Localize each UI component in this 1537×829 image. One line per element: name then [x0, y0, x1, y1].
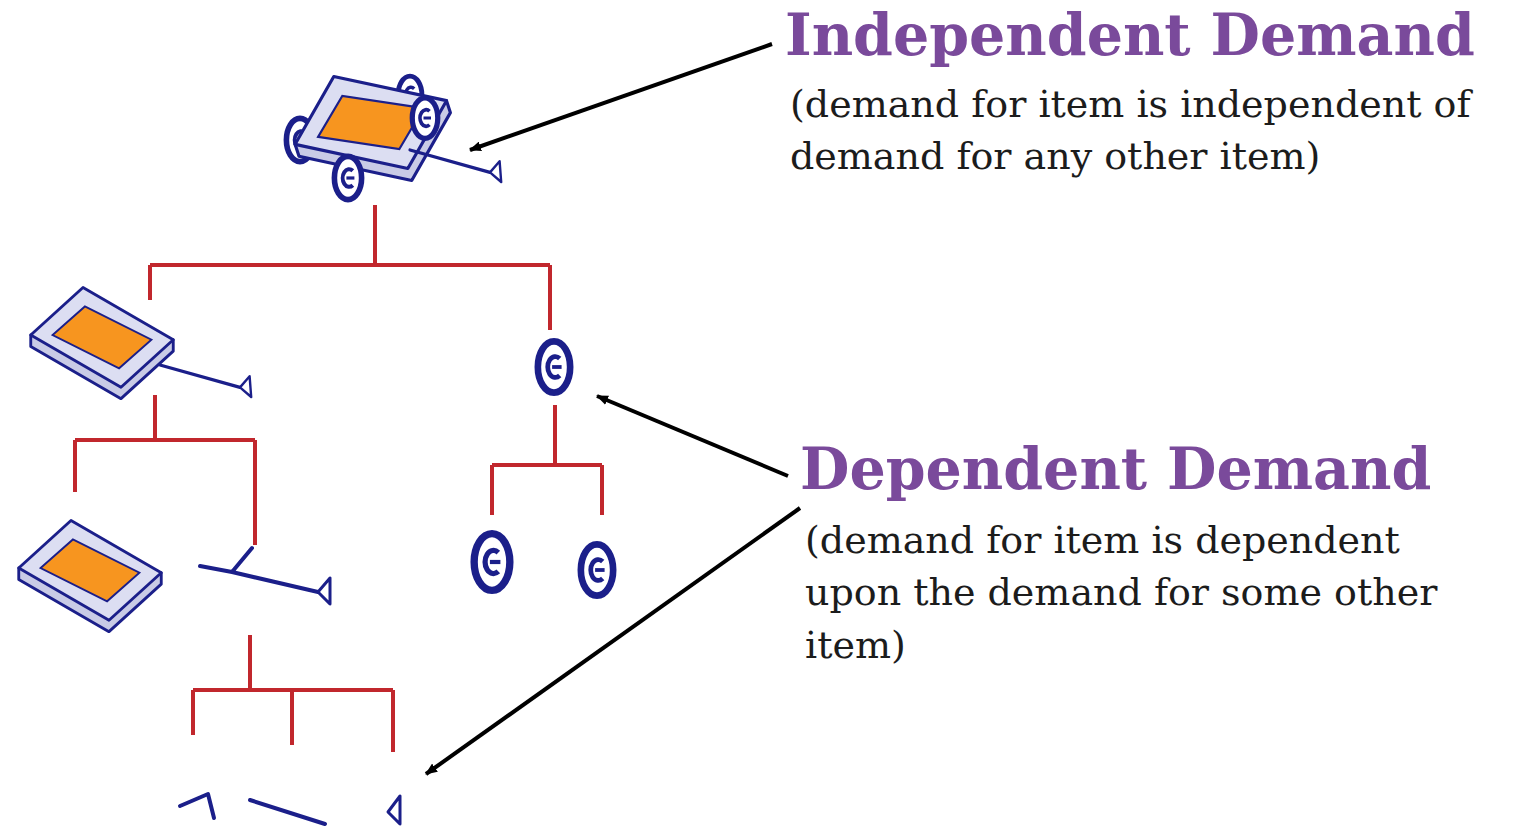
handle-icon [200, 548, 330, 604]
tree-lines [75, 205, 602, 752]
wheel-icons [474, 534, 613, 596]
wagon-icon [279, 46, 501, 212]
tray-handle-assembly-icon [31, 288, 251, 399]
handle-part-icons [180, 794, 400, 824]
demand-heading: Independent Demand [785, 4, 1475, 67]
demand-heading: Dependent Demand [800, 438, 1431, 501]
demand-note: (demand for item is independent of deman… [790, 78, 1505, 183]
demand-note: (demand for item is dependent upon the d… [805, 514, 1460, 671]
wheel-assembly-icon [538, 341, 570, 392]
tray-icon [19, 521, 162, 632]
leader-arrows [426, 44, 800, 774]
